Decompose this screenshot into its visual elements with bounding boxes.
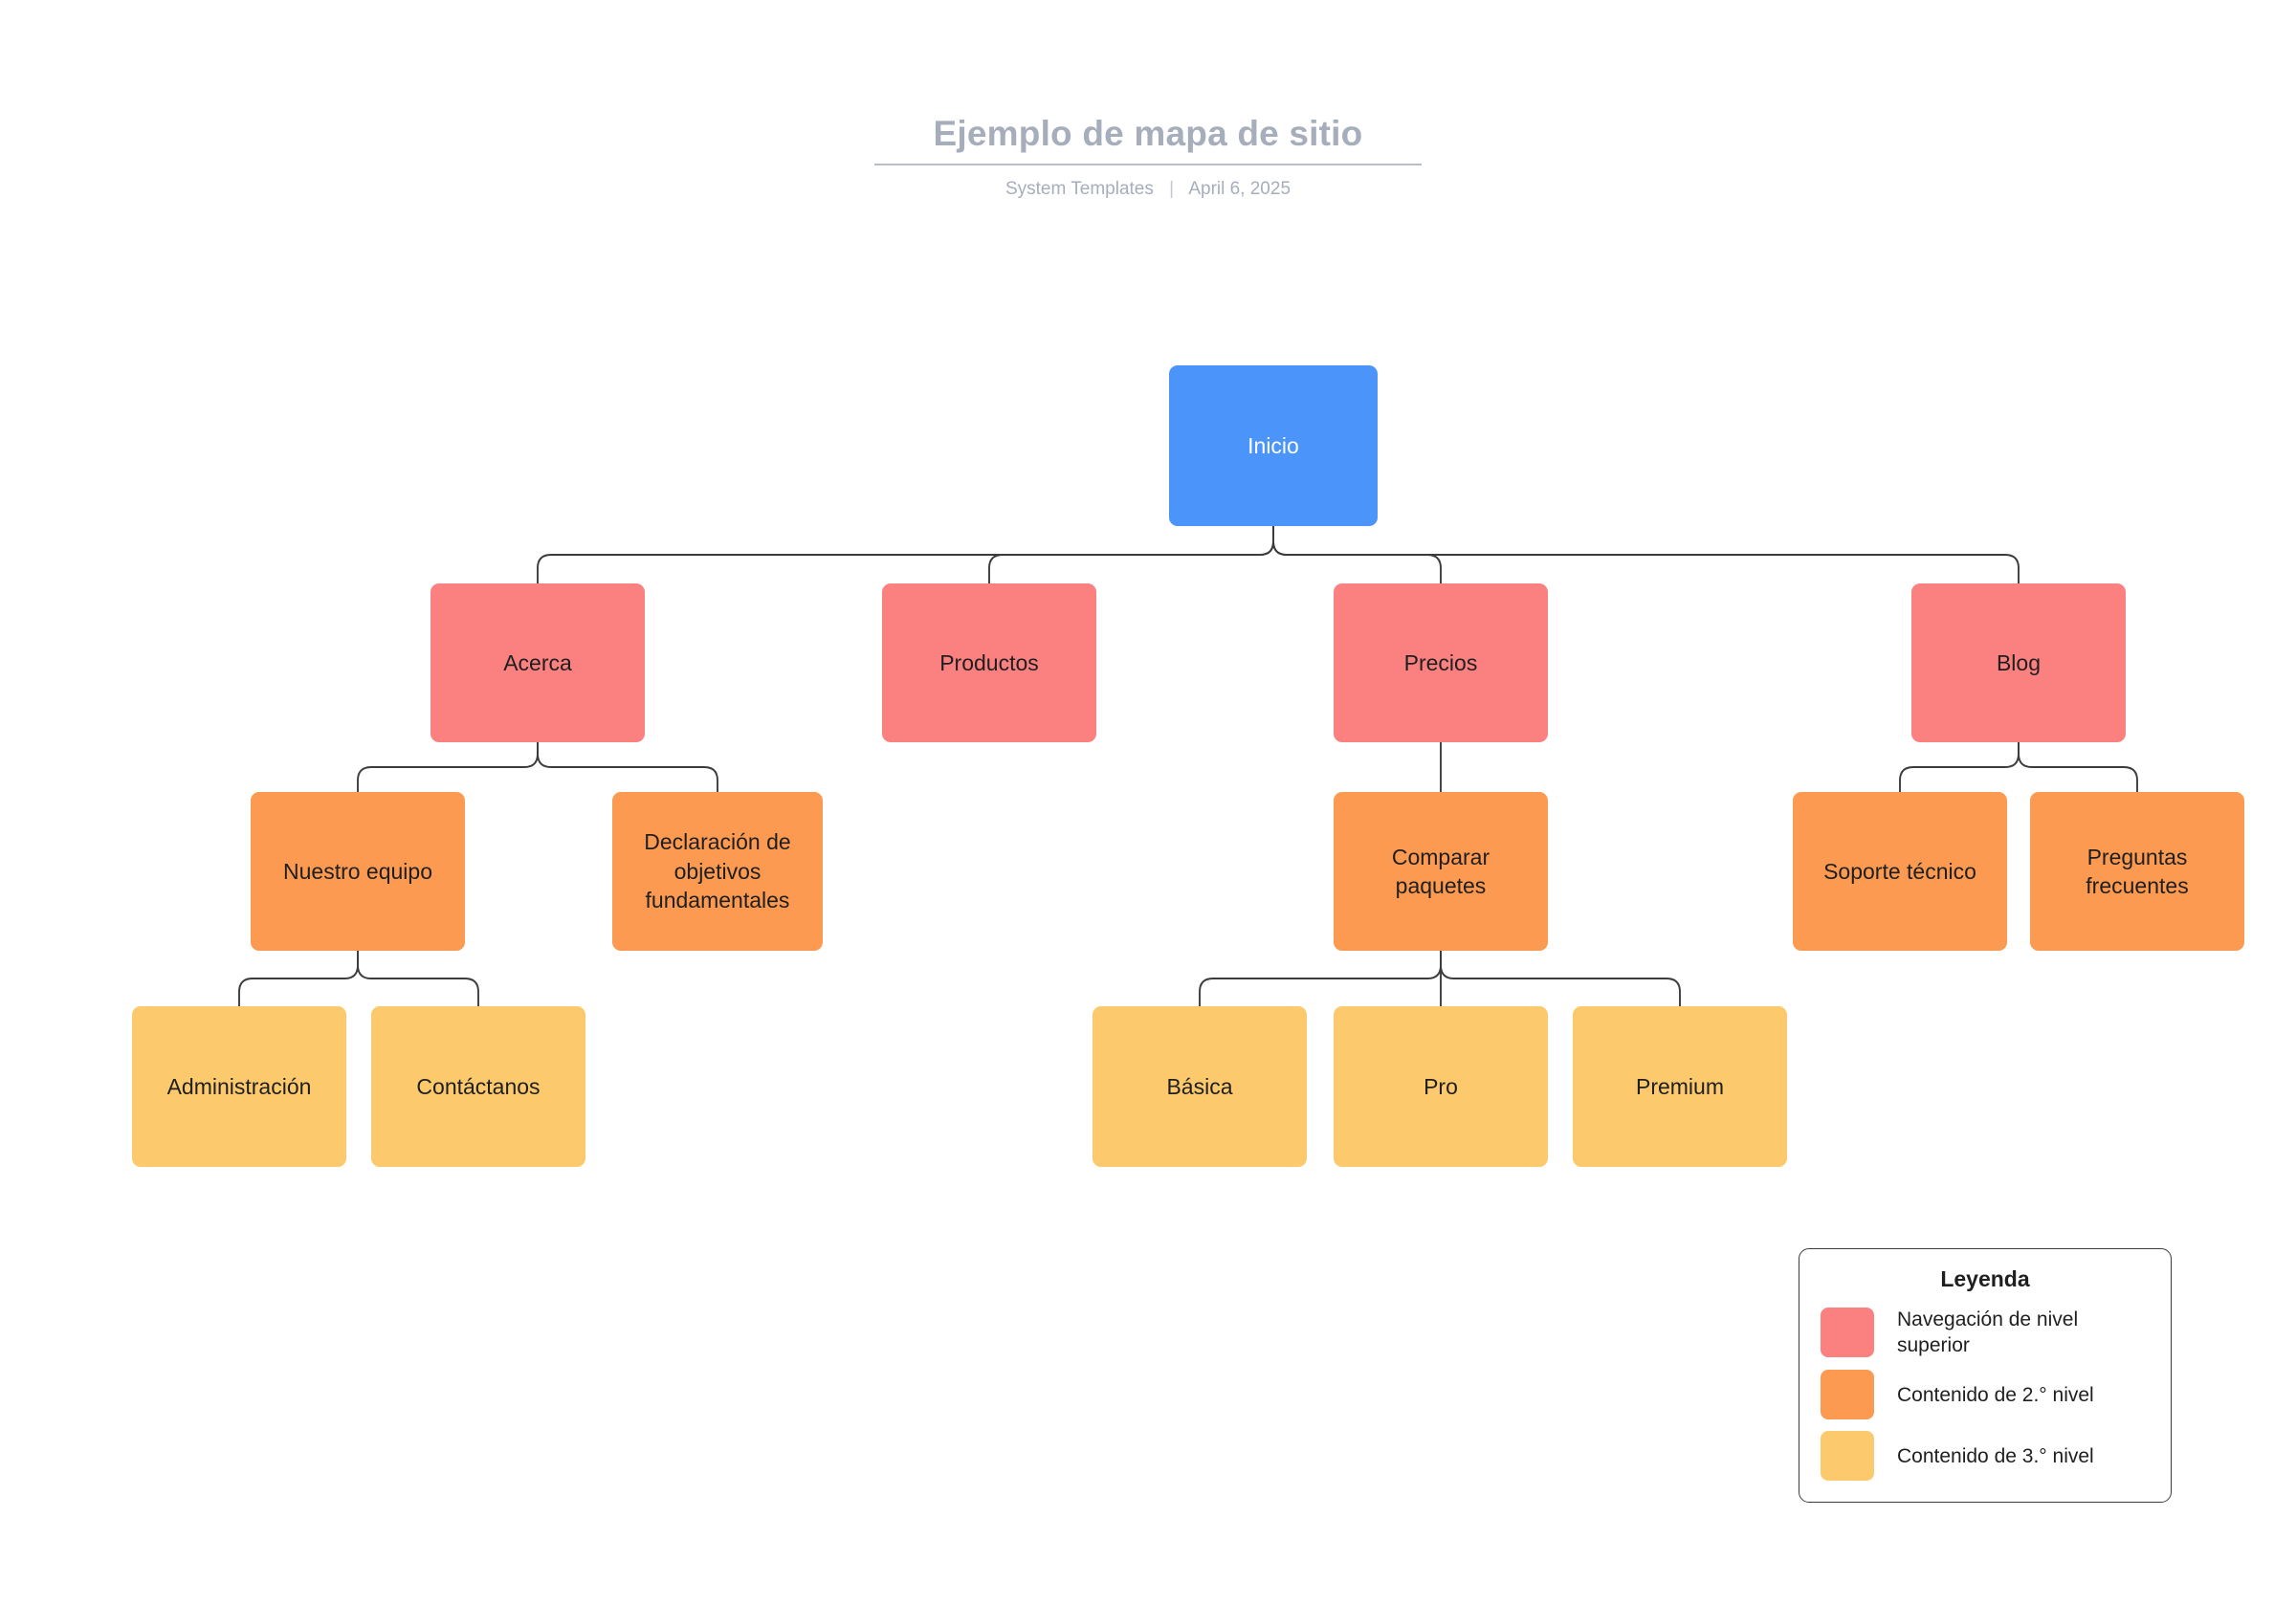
sitemap-node-premium[interactable]: Premium xyxy=(1573,1006,1787,1167)
legend-item-2: Contenido de 3.° nivel xyxy=(1821,1431,2150,1482)
sitemap-node-inicio[interactable]: Inicio xyxy=(1169,365,1378,526)
connector-acerca-to-equipo xyxy=(357,742,539,792)
node-label: Inicio xyxy=(1247,432,1299,458)
sitemap-node-equipo[interactable]: Nuestro equipo xyxy=(251,792,465,951)
sitemap-node-precios[interactable]: Precios xyxy=(1334,583,1548,742)
legend-item-label: Contenido de 3.° nivel xyxy=(1897,1444,2094,1467)
sitemap-node-declaracion[interactable]: Declaración de objetivos fundamentales xyxy=(612,792,823,951)
node-label: Productos xyxy=(939,649,1039,675)
document-meta: System Templates | April 6, 2025 xyxy=(0,179,2296,201)
connector-acerca-to-declaracion xyxy=(537,742,718,792)
sitemap-node-productos[interactable]: Productos xyxy=(882,583,1096,742)
sitemap-node-comparar[interactable]: Comparar paquetes xyxy=(1334,792,1548,951)
legend-swatch-icon xyxy=(1821,1370,1874,1420)
connector-equipo-to-contacto xyxy=(357,951,479,1006)
legend-item-1: Contenido de 2.° nivel xyxy=(1821,1370,2150,1420)
sitemap-node-blog[interactable]: Blog xyxy=(1911,583,2126,742)
connector-inicio-to-precios xyxy=(1272,526,1442,583)
sitemap-node-pro[interactable]: Pro xyxy=(1334,1006,1548,1167)
node-label: Precios xyxy=(1403,649,1478,675)
node-label: Nuestro equipo xyxy=(283,858,432,884)
node-label: Blog xyxy=(1996,649,2042,675)
legend-swatch-icon xyxy=(1821,1307,1874,1357)
connector-inicio-to-productos xyxy=(988,526,1274,583)
meta-separator: | xyxy=(1169,178,1175,199)
node-label: Declaración de objetivos fundamentales xyxy=(644,829,791,913)
legend-item-label: Contenido de 2.° nivel xyxy=(1897,1383,2094,1406)
legend-item-label: Navegación de nivel superior xyxy=(1897,1308,2079,1356)
node-label: Contáctanos xyxy=(416,1073,541,1099)
connector-equipo-to-admin xyxy=(238,951,359,1006)
legend-title: Leyenda xyxy=(1940,1266,2030,1291)
page-title: Ejemplo de mapa de sitio xyxy=(873,113,1423,165)
meta-author: System Templates xyxy=(1004,178,1154,199)
sitemap-node-faq[interactable]: Preguntas frecuentes xyxy=(2030,792,2244,951)
node-label: Soporte técnico xyxy=(1823,858,1976,884)
sitemap-node-acerca[interactable]: Acerca xyxy=(430,583,645,742)
connector-blog-to-faq xyxy=(2018,742,2138,792)
node-label: Básica xyxy=(1166,1073,1233,1099)
node-label: Comparar paquetes xyxy=(1391,844,1490,898)
node-label: Administración xyxy=(166,1073,312,1099)
sitemap-node-basica[interactable]: Básica xyxy=(1093,1006,1307,1167)
sitemap-node-contacto[interactable]: Contáctanos xyxy=(371,1006,585,1167)
connector-blog-to-soporte xyxy=(1899,742,2020,792)
node-label: Premium xyxy=(1635,1073,1724,1099)
node-label: Pro xyxy=(1424,1073,1458,1099)
meta-date: April 6, 2025 xyxy=(1188,178,1292,199)
sitemap-node-soporte[interactable]: Soporte técnico xyxy=(1793,792,2007,951)
sitemap-node-admin[interactable]: Administración xyxy=(132,1006,346,1167)
document-header: Ejemplo de mapa de sitio System Template… xyxy=(0,113,2296,200)
connector-inicio-to-acerca xyxy=(537,526,1274,583)
connector-comparar-to-basica xyxy=(1199,951,1442,1006)
node-label: Preguntas frecuentes xyxy=(2086,844,2189,898)
connector-comparar-to-premium xyxy=(1440,951,1681,1006)
legend-item-0: Navegación de nivel superior xyxy=(1821,1307,2150,1359)
connector-inicio-to-blog xyxy=(1272,526,2020,583)
node-label: Acerca xyxy=(503,649,572,675)
legend-swatch-icon xyxy=(1821,1431,1874,1482)
